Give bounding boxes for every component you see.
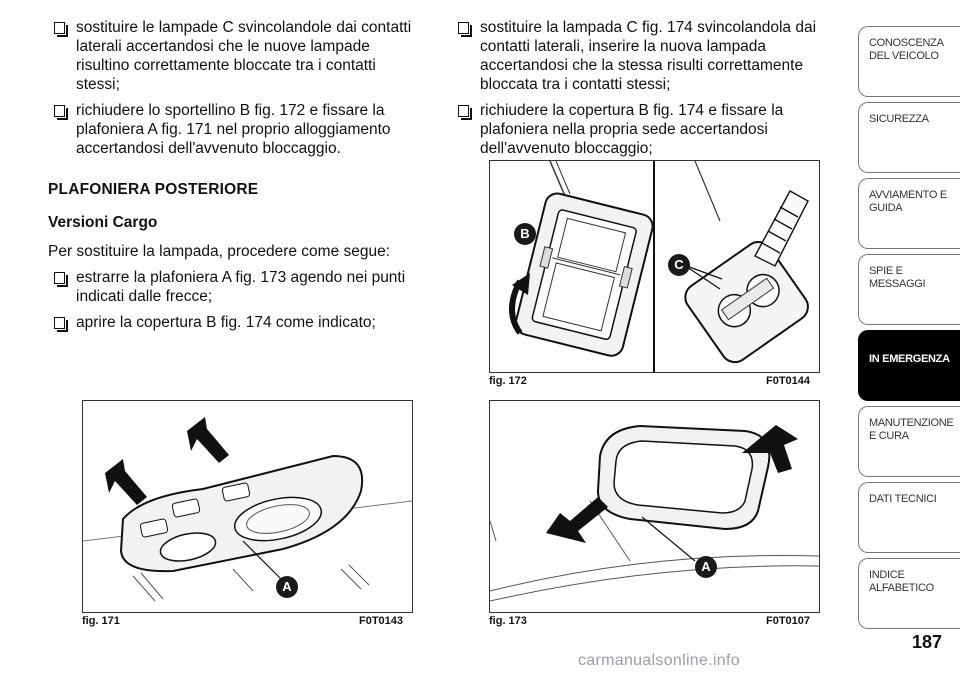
fig-173-caption: fig. 173 [489,615,527,627]
tab-indice-alfabetico[interactable]: INDICE ALFABETICO [858,558,960,629]
figure-173: A [489,400,820,613]
tab-sicurezza[interactable]: SICUREZZA [858,102,960,173]
watermark-text: carmanualsonline.info [578,652,740,669]
section-subheading: Versioni Cargo [48,214,158,231]
fig-171-code: F0T0143 [359,615,404,627]
bullet-text: richiudere lo sportellino B fig. 172 e f… [76,102,391,157]
checkbox-bullet-icon [54,105,68,120]
checkbox-bullet-icon [54,22,68,37]
checkbox-bullet-icon [54,272,68,287]
bullet-text: estrarre la plafoniera A fig. 173 agendo… [76,269,406,305]
fig-172-illustration [509,161,809,372]
left-column: sostituire le lampade C svincolandole da… [48,18,420,339]
list-item: aprire la copertura B fig. 174 come indi… [48,313,420,332]
section-heading: PLAFONIERA POSTERIORE [48,181,259,198]
list-item: richiudere lo sportellino B fig. 172 e f… [48,101,420,158]
bullet-text: richiudere la copertura B fig. 174 e fis… [480,102,784,157]
tab-avviamento-e-guida[interactable]: AVVIAMENTO E GUIDA [858,178,960,249]
fig-172-caption: fig. 172 [489,375,527,387]
bullet-text: sostituire le lampade C svincolandole da… [76,19,412,93]
tab-manutenzione-e-cura[interactable]: MANUTENZIONE E CURA [858,406,960,477]
page-number: 187 [911,632,942,652]
fig-171-caption: fig. 171 [82,615,120,627]
list-item: sostituire la lampada C fig. 174 svincol… [452,18,832,94]
list-item: sostituire le lampade C svincolandole da… [48,18,420,94]
checkbox-bullet-icon [458,22,472,37]
figure-172: B C [489,160,820,373]
list-item: estrarre la plafoniera A fig. 173 agendo… [48,268,420,306]
intro-text: Per sostituire la lampada, procedere com… [48,243,391,260]
fig-172-code: F0T0144 [766,375,811,387]
fig-173-code: F0T0107 [766,615,811,627]
list-item: richiudere la copertura B fig. 174 e fis… [452,101,832,158]
checkbox-bullet-icon [458,105,472,120]
bullet-text: sostituire la lampada C fig. 174 svincol… [480,19,817,93]
label-a-marker: A [276,576,298,598]
checkbox-bullet-icon [54,317,68,332]
tab-dati-tecnici[interactable]: DATI TECNICI [858,482,960,553]
label-b-marker: B [514,223,536,245]
figure-171: A [82,400,413,613]
fig-171-illustration [83,417,412,602]
fig-173-illustration [490,424,819,602]
tab-spie-e-messaggi[interactable]: SPIE E MESSAGGI [858,254,960,325]
tab-conoscenza-del-veicolo[interactable]: CONOSCENZA DEL VEICOLO [858,26,960,97]
bullet-text: aprire la copertura B fig. 174 come indi… [76,314,376,331]
label-c-marker: C [668,254,690,276]
tab-in-emergenza[interactable]: IN EMERGENZA [858,330,960,401]
right-column: sostituire la lampada C fig. 174 svincol… [452,18,832,165]
label-a-marker: A [695,556,717,578]
